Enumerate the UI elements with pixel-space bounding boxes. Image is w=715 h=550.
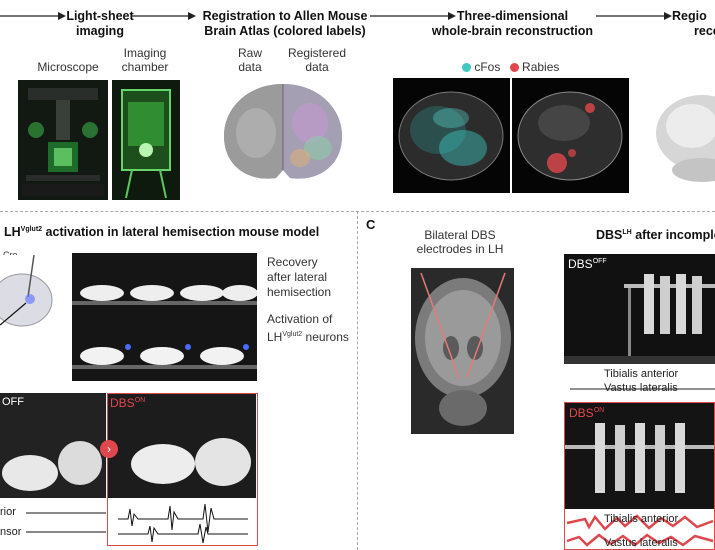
- tibialis-label-1: Tibialis anterior: [604, 368, 679, 380]
- cfos-reconstruction-svg: [398, 91, 504, 181]
- cfos-reconstruction: [393, 78, 510, 193]
- dbs-on-label: DBSON: [110, 396, 146, 410]
- mice-video-svg: [72, 253, 257, 381]
- middle-divider: [357, 211, 358, 550]
- imaging-chamber-photo-svg: [112, 80, 180, 200]
- panel-b-title: LHVglut2 activation in lateral hemisecti…: [4, 225, 320, 239]
- emg-traces-left: [26, 505, 106, 540]
- emg-label-2: nsor: [0, 526, 22, 538]
- rabies-legend-dot: [509, 63, 519, 73]
- vastus-label-2: Vastus lateralis: [604, 537, 678, 549]
- imaging-chamber-photo: [112, 80, 180, 200]
- microscope-label: Microscope: [37, 60, 99, 74]
- human-dbs-on-svg: [565, 403, 714, 547]
- brain-section-svg: [224, 84, 342, 179]
- dbs-off-svg: [0, 393, 106, 498]
- microscope-photo-svg: [18, 80, 108, 200]
- stage-title-region: Regioreco: [672, 9, 715, 38]
- pipeline-arrows-svg: [0, 12, 672, 20]
- emg-label-1: rior: [0, 506, 16, 518]
- vastus-label-1: Vastus lateralis: [604, 382, 678, 394]
- region-reconstruction: [652, 78, 715, 193]
- emg-traces-left-svg: [26, 512, 106, 533]
- mouse-brain-svg: [0, 255, 53, 327]
- tibialis-label-2: Tibialis anterior: [604, 513, 679, 525]
- human-dbs-off-label: DBSOFF: [568, 257, 607, 271]
- legend: cFos Rabies: [462, 60, 572, 74]
- mouse-brain-diagram: [0, 255, 60, 345]
- dbs-on-svg: [108, 394, 256, 544]
- human-dbs-on-frame: [564, 402, 715, 550]
- transition-arrow-icon: ›: [100, 440, 118, 458]
- microscope-photo: [18, 80, 108, 200]
- human-dbs-off-svg: [564, 254, 715, 364]
- brain-section-image: [218, 78, 348, 186]
- rabies-reconstruction-svg: [517, 91, 623, 181]
- panel-c-title: DBSLH after incomple: [596, 228, 715, 242]
- pipeline-arrow: [0, 0, 715, 40]
- mri-scan-svg: [411, 268, 514, 434]
- region-reconstruction-svg: [656, 95, 715, 182]
- human-dbs-off-frame: [564, 254, 715, 364]
- rabies-reconstruction: [512, 78, 629, 193]
- cfos-legend-dot: [462, 63, 471, 73]
- mice-video-frame: [72, 253, 257, 381]
- panel-c-letter: C: [366, 217, 376, 232]
- emg-trace-off: [570, 378, 715, 390]
- human-dbs-on-label: DBSON: [569, 406, 605, 420]
- dbs-on-frame: [107, 393, 258, 546]
- rabies-legend-label: Rabies: [522, 60, 560, 74]
- activation-label: Activation of LHVglut2 neurons: [267, 312, 349, 344]
- mri-scan: [411, 268, 514, 434]
- emg-trace-off-svg: [570, 388, 715, 390]
- dbs-off-label: OFF: [2, 396, 24, 408]
- cfos-legend-label: cFos: [474, 60, 501, 74]
- dbs-off-frame: [0, 393, 106, 498]
